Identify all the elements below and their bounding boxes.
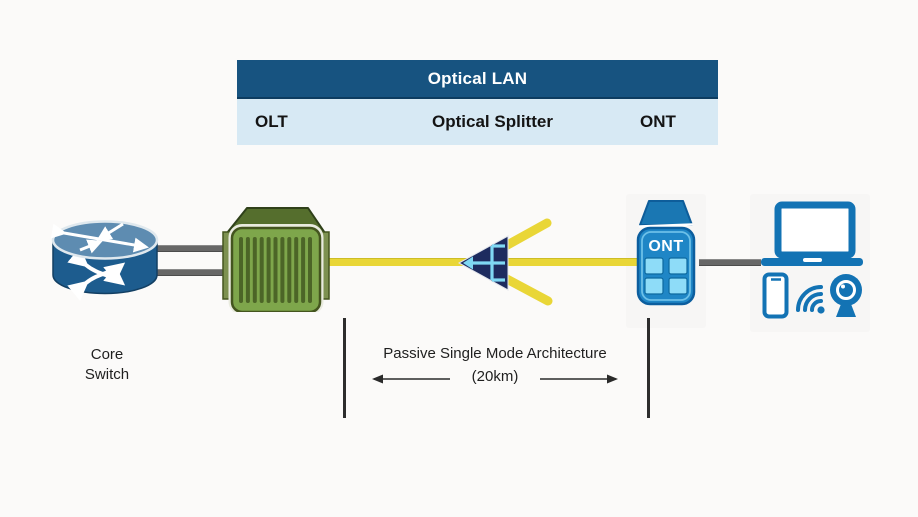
- splitter-arrowhead: [463, 256, 473, 270]
- legend-columns-row: OLT Optical Splitter ONT: [237, 99, 718, 145]
- span-marker-left: [343, 318, 346, 418]
- webcam-stand: [836, 304, 856, 317]
- olt-chassis-icon: [222, 207, 330, 312]
- ont-top-gap: [638, 223, 694, 228]
- laptop-base-notch: [803, 258, 822, 262]
- architecture-label-line1: Passive Single Mode Architecture: [383, 345, 607, 362]
- ethernet-cable: [148, 269, 224, 276]
- optical-splitter-icon: [457, 218, 553, 306]
- ethernet-cable: [699, 259, 761, 266]
- legend-table: Optical LAN OLT Optical Splitter ONT: [237, 60, 718, 145]
- splitter-branch-fibers: [497, 218, 553, 306]
- switch-routing-arrows: [50, 222, 149, 254]
- core-switch-label-line2: Switch: [84, 366, 130, 383]
- legend-title-bar: Optical LAN: [237, 60, 718, 99]
- webcam-icon: [830, 274, 862, 317]
- ont-body-bevel: [641, 231, 691, 301]
- olt-highlight-outline: [228, 224, 324, 312]
- distance-arrows: [372, 374, 618, 384]
- olt-ribs: [239, 237, 312, 303]
- core-switch-label: Core Switch: [60, 345, 154, 385]
- core-switch-label-line1: Core: [90, 346, 124, 363]
- ont-device-label: ONT: [648, 238, 683, 255]
- laptop-screen: [774, 201, 856, 259]
- ont-ports: [644, 257, 688, 295]
- wifi-signal-icon: [796, 285, 825, 314]
- wifi-arcs: [796, 285, 823, 312]
- legend-title: Optical LAN: [427, 68, 528, 88]
- smartphone-icon: [762, 272, 789, 319]
- legend-col-olt: OLT: [255, 112, 288, 131]
- switch-crossed-arrows: [67, 247, 126, 301]
- ont-top-face: [639, 200, 693, 226]
- webcam-body: [830, 274, 862, 306]
- layer3-core-switch-icon: [50, 220, 159, 301]
- webcam-lens-highlight: [841, 284, 845, 289]
- smartphone-body: [762, 272, 789, 319]
- webcam-lens-ring: [836, 280, 856, 300]
- splitter-split-glyph: [471, 244, 505, 282]
- wifi-dot: [817, 306, 825, 314]
- span-marker-right: [647, 318, 650, 418]
- ethernet-cable: [148, 245, 224, 252]
- legend-col-splitter: Optical Splitter: [432, 112, 553, 131]
- ont-terminal-icon: ONT: [636, 200, 696, 306]
- architecture-label-line2: (20km): [471, 368, 519, 385]
- laptop-icon: [761, 201, 863, 266]
- legend-col-ont: ONT: [640, 112, 676, 131]
